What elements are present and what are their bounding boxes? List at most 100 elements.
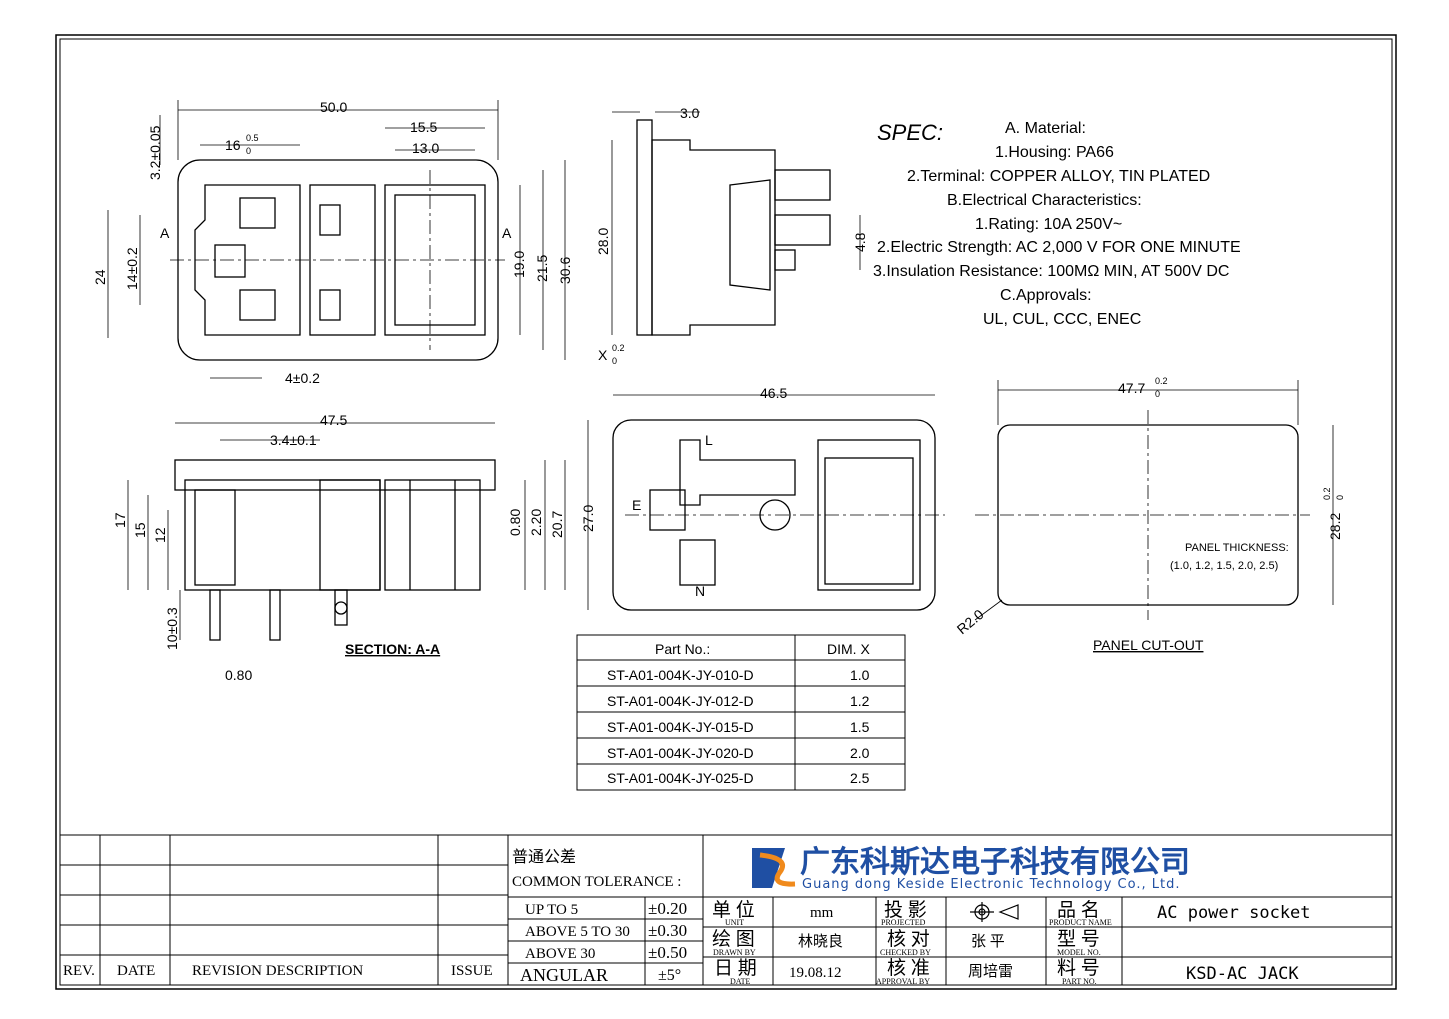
approval-by-value: 周培雷 <box>968 963 1013 980</box>
approval-by-label-cn: 核 准 <box>887 957 930 979</box>
tolerance-title-cn: 普通公差 <box>512 848 576 866</box>
projected-label-cn: 投 影 <box>884 899 927 921</box>
spec-line-5: 1.Rating: 10A 250V~ <box>975 216 1122 233</box>
unit-label-cn: 单 位 <box>712 899 755 921</box>
panel-thickness-values: (1.0, 1.2, 1.5, 2.0, 2.5) <box>1170 560 1278 572</box>
part-row-2-dim: 1.2 <box>850 693 870 709</box>
dim-cut-width-sup: 0.2 <box>1155 376 1168 386</box>
spec-line-8: C.Approvals: <box>1000 287 1092 304</box>
rev-header-rev: REV. <box>63 963 95 979</box>
unit-value: mm <box>810 905 834 921</box>
part-table-header-dimx: DIM. X <box>827 641 870 657</box>
tol-row-4-value: ±5° <box>658 967 681 984</box>
dim-sec-17: 17 <box>112 512 128 528</box>
checked-by-label-cn: 核 对 <box>887 928 930 950</box>
inner-frame <box>59 38 1393 986</box>
company-logo-icon <box>752 848 796 888</box>
dim-side-x-sup: 0.2 <box>612 343 625 353</box>
part-row-5-part: ST-A01-004K-JY-025-D <box>607 770 754 786</box>
dim-19-0: 19.0 <box>511 251 527 278</box>
side-view <box>611 111 861 336</box>
dim-4: 4±0.2 <box>285 370 320 386</box>
projection-symbol-icon <box>970 902 1019 922</box>
dim-24: 24 <box>92 269 108 285</box>
panel-thickness-title: PANEL THICKNESS: <box>1185 542 1289 554</box>
dim-30-6: 30.6 <box>557 257 573 284</box>
terminal-n-label: N <box>695 583 705 599</box>
part-row-1-part: ST-A01-004K-JY-010-D <box>607 667 754 683</box>
dim-21-5: 21.5 <box>534 255 550 282</box>
part-table <box>576 634 906 791</box>
dim-sec-20-7: 20.7 <box>549 511 565 538</box>
dim-side-4-8: 4.8 <box>852 232 868 252</box>
dim-side-x-sub: 0 <box>612 356 617 366</box>
section-marker-a-right: A <box>502 225 512 241</box>
dim-cut-height-sub: 0 <box>1335 495 1345 500</box>
dim-cut-radius: R2.0 <box>954 606 987 637</box>
tol-row-3-range: ABOVE 30 <box>525 946 595 962</box>
projected-label-en: PROJECTED <box>881 918 926 927</box>
spec-line-1: A. Material: <box>1005 120 1086 137</box>
spec-line-6: 2.Electric Strength: AC 2,000 V FOR ONE … <box>877 239 1241 256</box>
front-view <box>107 100 566 379</box>
drawn-by-label-en: DRAWN BY <box>713 948 756 957</box>
product-name-label-cn: 品 名 <box>1057 899 1100 921</box>
dim-rear-width: 46.5 <box>760 385 787 401</box>
dim-cut-height: 28.2 <box>1327 513 1343 540</box>
terminal-l-label: L <box>705 432 713 448</box>
rev-header-date: DATE <box>117 963 155 979</box>
dim-sec-3-4: 3.4±0.1 <box>270 432 317 448</box>
tol-row-2-range: ABOVE 5 TO 30 <box>525 924 630 940</box>
part-row-2-part: ST-A01-004K-JY-012-D <box>607 693 754 709</box>
product-name-label-en: PRODUCT NAME <box>1049 918 1112 927</box>
section-label: SECTION: A-A <box>345 641 440 657</box>
dim-sec-0-80a: 0.80 <box>507 509 523 536</box>
product-name-value: AC power socket <box>1157 903 1311 923</box>
part-no-label-en: PART NO. <box>1062 977 1097 986</box>
dim-rear-height: 27.0 <box>580 505 596 532</box>
dim-top-width: 50.0 <box>320 99 347 115</box>
dim-sec-12: 12 <box>152 527 168 543</box>
dim-cut-height-sup: 0.2 <box>1322 487 1332 500</box>
spec-line-3: 2.Terminal: COPPER ALLOY, TIN PLATED <box>907 168 1210 185</box>
approval-by-label-en: APPROVAL BY <box>876 977 930 986</box>
part-row-4-dim: 2.0 <box>850 745 870 761</box>
dim-sec-2-20: 2.20 <box>528 509 544 536</box>
drawn-by-value: 林晓良 <box>798 933 843 950</box>
tol-row-1-range: UP TO 5 <box>525 902 578 918</box>
part-row-4-part: ST-A01-004K-JY-020-D <box>607 745 754 761</box>
drawn-by-label-cn: 绘 图 <box>712 928 755 950</box>
date-value: 19.08.12 <box>789 965 842 981</box>
dim-sec-width: 47.5 <box>320 412 347 428</box>
dim-side-height: 28.0 <box>595 228 611 255</box>
panel-cutout-view <box>974 380 1334 621</box>
date-label-en: DATE <box>730 977 751 986</box>
part-row-3-dim: 1.5 <box>850 719 870 735</box>
rev-header-issue: ISSUE <box>451 963 493 979</box>
checked-by-value: 张 平 <box>971 933 1005 950</box>
tolerance-title-en: COMMON TOLERANCE : <box>512 874 681 890</box>
spec-line-2: 1.Housing: PA66 <box>995 144 1114 161</box>
spec-line-4: B.Electrical Characteristics: <box>947 192 1142 209</box>
dim-cut-width-sub: 0 <box>1155 389 1160 399</box>
dim-13-0: 13.0 <box>412 140 439 156</box>
spec-line-7: 3.Insulation Resistance: 100MΩ MIN, AT 5… <box>873 263 1229 280</box>
rev-header-description: REVISION DESCRIPTION <box>192 963 363 979</box>
tol-row-3-value: ±0.50 <box>648 943 687 962</box>
rear-view <box>587 394 945 611</box>
spec-line-9: UL, CUL, CCC, ENEC <box>983 311 1141 328</box>
part-no-value: KSD-AC JACK <box>1186 964 1299 984</box>
section-marker-a-left: A <box>160 225 170 241</box>
unit-label-en: UNIT <box>725 918 744 927</box>
terminal-e-label: E <box>632 497 641 513</box>
dim-sec-10: 10±0.3 <box>164 607 180 650</box>
panel-cutout-label: PANEL CUT-OUT <box>1093 637 1204 653</box>
part-row-1-dim: 1.0 <box>850 667 870 683</box>
part-no-label-cn: 料 号 <box>1057 957 1100 979</box>
dim-cut-width: 47.7 <box>1118 380 1145 396</box>
company-name-cn: 广东科斯达电子科技有限公司 <box>800 845 1190 880</box>
company-name-en: Guang dong Keside Electronic Technology … <box>802 877 1180 892</box>
part-row-5-dim: 2.5 <box>850 770 870 786</box>
tol-row-1-value: ±0.20 <box>648 899 687 918</box>
